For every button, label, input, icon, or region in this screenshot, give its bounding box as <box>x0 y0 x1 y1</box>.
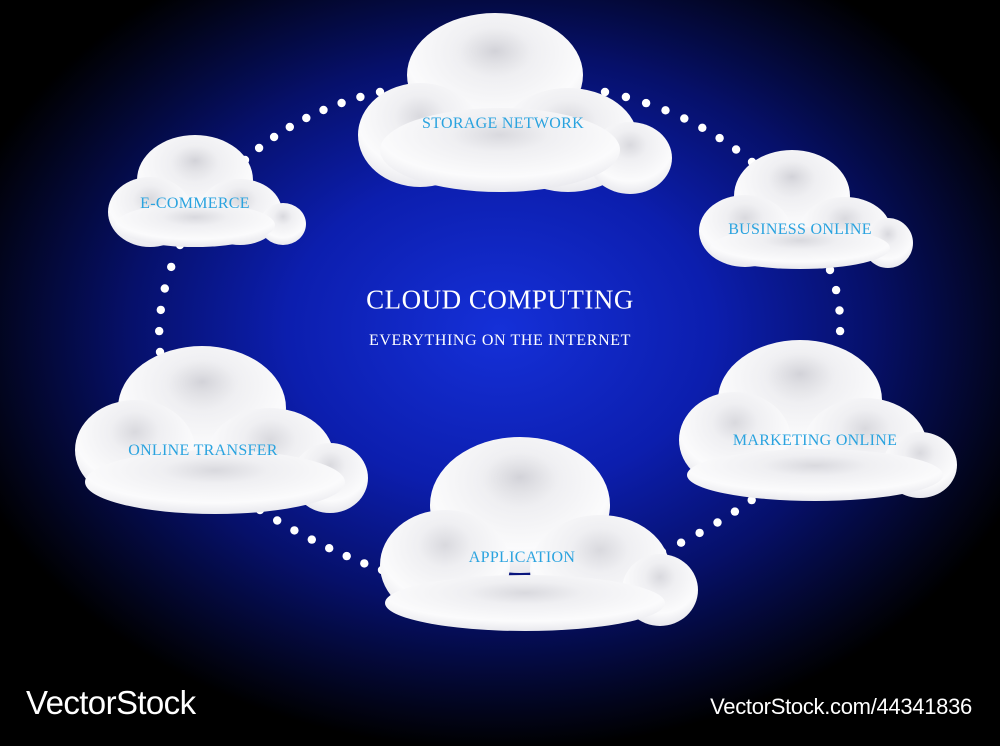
connector-dot <box>290 526 299 535</box>
cloud-e-commerce <box>108 135 306 247</box>
connector-dot <box>285 122 294 132</box>
label-marketing-online: MARKETING ONLINE <box>732 432 898 449</box>
diagram-subtitle: EVERYTHING ON THE INTERNET <box>369 332 631 349</box>
connector-transfer-ecommerce <box>155 240 185 357</box>
connector-dot <box>713 518 722 527</box>
connector-dot <box>831 285 841 295</box>
watermark-stock-id: VectorStock.com/44341836 <box>710 694 972 719</box>
connector-dot <box>680 114 689 123</box>
connector-dot <box>730 507 740 516</box>
cloud-storage-network <box>358 13 672 194</box>
connector-dot <box>307 535 316 544</box>
connector-business-marketing <box>825 265 845 357</box>
connector-dot <box>600 87 610 97</box>
connector-dot <box>661 106 670 115</box>
connector-dot <box>156 305 165 315</box>
diagram-title: CLOUD COMPUTING <box>366 284 634 315</box>
connector-application-transfer <box>255 505 387 575</box>
connector-dot <box>337 98 346 108</box>
connector-dot <box>269 132 279 142</box>
connector-dot <box>254 143 264 153</box>
connector-dot <box>695 528 704 538</box>
connector-dot <box>747 495 756 505</box>
connector-dot <box>731 145 741 154</box>
connector-dot <box>715 133 724 143</box>
connector-dot <box>835 326 845 336</box>
connector-dot <box>319 105 328 115</box>
cloud-business-online <box>699 150 913 269</box>
connector-dot <box>167 262 176 272</box>
label-storage-network: STORAGE NETWORK <box>422 115 584 132</box>
connector-storage-business <box>600 87 757 167</box>
label-business-online: BUSINESS ONLINE <box>728 221 872 238</box>
connector-ecommerce-storage <box>240 87 385 165</box>
connector-dot <box>342 551 351 561</box>
connector-dot <box>273 516 282 525</box>
label-e-commerce: E-COMMERCE <box>140 195 250 212</box>
cloud-online-transfer <box>75 346 368 514</box>
connector-dot <box>356 92 365 102</box>
label-online-transfer: ONLINE TRANSFER <box>128 442 278 459</box>
connector-dot <box>676 538 686 547</box>
connector-dot <box>302 113 311 123</box>
connector-dot <box>641 98 651 108</box>
connector-dot <box>835 306 844 315</box>
connector-dot <box>325 544 334 553</box>
connector-dot <box>698 123 707 132</box>
label-application: APPLICATION <box>468 549 576 566</box>
connector-dot <box>621 92 631 102</box>
watermark-brand: VectorStock <box>26 684 196 721</box>
connector-dot <box>155 326 164 336</box>
cloud-application <box>380 437 698 631</box>
connector-dot <box>360 559 369 568</box>
cloud-marketing-online <box>679 340 957 501</box>
connector-dot <box>160 284 169 293</box>
